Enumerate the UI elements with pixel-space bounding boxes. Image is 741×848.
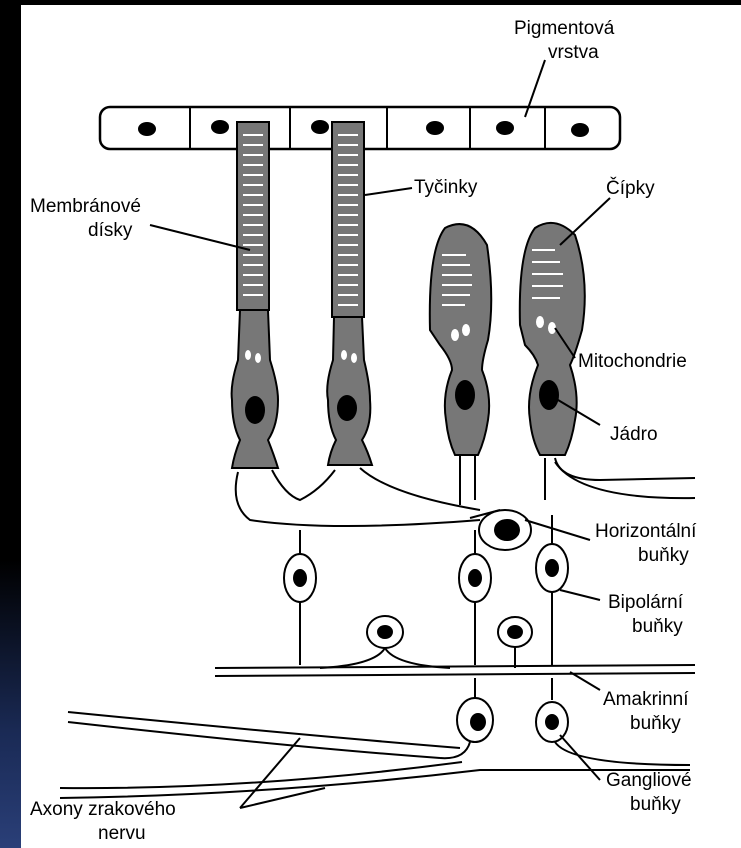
label-amacrine-1: Amakrinní <box>603 689 689 710</box>
label-cones: Čípky <box>606 177 655 199</box>
label-mitochondria: Mitochondrie <box>578 351 687 372</box>
label-ganglion-2: buňky <box>630 794 681 815</box>
label-axons-1: Axony zrakového <box>30 799 176 820</box>
label-amacrine-2: buňky <box>630 713 681 734</box>
cone-cell-2 <box>520 223 585 455</box>
label-bipolar-1: Bipolární <box>608 592 684 613</box>
cone-cell-1 <box>430 224 491 455</box>
label-membrane-1: Membránové <box>30 196 141 217</box>
label-horizontal-1: Horizontální <box>595 521 697 542</box>
label-nucleus: Jádro <box>610 424 658 445</box>
label-pigment-1: Pigmentová <box>514 18 615 39</box>
label-horizontal-2: buňky <box>638 545 689 566</box>
label-membrane-2: dísky <box>88 220 133 241</box>
label-ganglion-1: Gangliové <box>606 770 692 791</box>
optic-nerve-axons <box>60 712 690 798</box>
label-pigment-2: vrstva <box>548 42 599 63</box>
label-rods: Tyčinky <box>414 177 478 198</box>
rod-cell-2 <box>327 122 372 465</box>
rod-cell-1 <box>232 122 278 468</box>
label-bipolar-2: buňky <box>632 616 683 637</box>
amacrine-cells <box>215 616 695 676</box>
label-axons-2: nervu <box>98 823 146 844</box>
